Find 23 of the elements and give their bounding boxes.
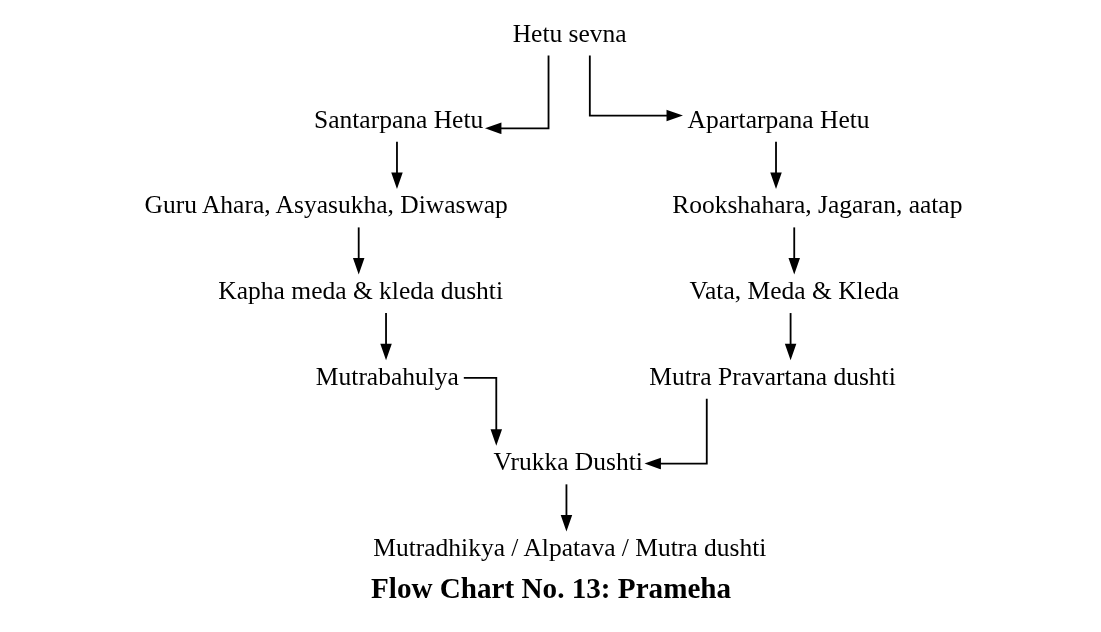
node-text: Vrukka Dushti [493,447,643,477]
node-text: Hetu sevna [512,19,627,49]
arrow [788,226,800,275]
node-text: Santarpana Hetu [314,104,484,134]
arrow [560,483,573,532]
arrow [784,312,797,361]
node-text: Rookshahara, Jagaran, aatap [672,190,963,220]
node-text: Vata, Meda & Kleda [689,276,900,306]
arrow [352,226,365,275]
arrow [462,377,503,446]
node-text: Mutra Pravartana dushti [649,361,896,391]
node-text: Mutradhikya / Alpatava / Mutra dushti [373,533,767,562]
arrow [588,54,683,122]
node-text: Apartarpana Hetu [687,104,870,134]
arrow [485,54,550,135]
node-text: Kapha meda & kleda dushti [218,276,504,306]
arrow [380,312,392,361]
arrow [391,140,403,189]
node-text: Mutrabahulya [315,361,459,391]
arrow [644,397,708,470]
arrow [770,140,782,189]
node-text: Guru Ahara, Asyasukha, Diwaswap [144,190,508,220]
caption: Flow Chart No. 13: Prameha [371,572,732,605]
